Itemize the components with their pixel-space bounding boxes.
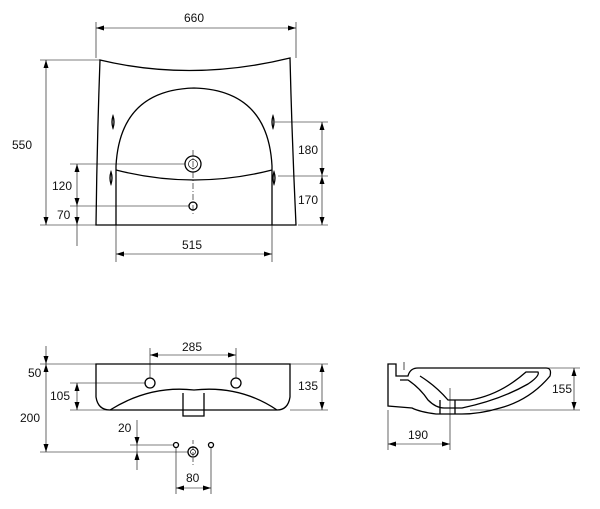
dim-180 xyxy=(275,121,328,177)
label-180: 180 xyxy=(298,143,318,157)
dim-120-70 xyxy=(70,163,189,246)
label-170: 170 xyxy=(298,193,318,207)
dim-80 xyxy=(175,447,212,494)
label-515: 515 xyxy=(182,238,202,252)
small-hole-right xyxy=(207,441,215,449)
basin-top-outline xyxy=(95,57,297,226)
label-155: 155 xyxy=(552,382,572,396)
fixing-hole-right xyxy=(230,377,242,389)
front-view xyxy=(40,346,328,494)
label-80: 80 xyxy=(186,471,200,485)
label-550: 550 xyxy=(12,138,32,152)
dim-550 xyxy=(40,59,100,226)
basin-bowl-outline xyxy=(115,87,273,225)
dim-20 xyxy=(130,420,173,470)
small-hole-left xyxy=(172,441,180,449)
label-50: 50 xyxy=(28,366,42,380)
label-660: 660 xyxy=(184,11,204,25)
fixing-hole-left xyxy=(144,377,156,389)
dim-285 xyxy=(149,348,237,378)
dim-190 xyxy=(387,388,451,450)
top-view xyxy=(40,22,328,262)
basin-side-outline xyxy=(387,363,552,415)
label-20: 20 xyxy=(118,421,132,435)
label-70: 70 xyxy=(57,208,71,222)
label-190: 190 xyxy=(408,428,428,442)
label-120: 120 xyxy=(52,179,72,193)
basin-side-waste xyxy=(439,400,456,414)
waste-spigot xyxy=(182,393,205,417)
basin-side-bowl xyxy=(400,371,539,409)
dim-50 xyxy=(40,346,96,452)
dim-155 xyxy=(470,367,580,411)
label-135: 135 xyxy=(298,379,318,393)
dim-660 xyxy=(95,22,297,58)
basin-underside xyxy=(109,388,278,411)
dim-135 xyxy=(290,363,328,411)
side-view xyxy=(387,362,580,450)
basin-front-outline xyxy=(95,363,291,411)
dim-515 xyxy=(115,225,273,262)
dim-170 xyxy=(298,176,328,226)
dim-105 xyxy=(70,382,146,411)
dim-200 xyxy=(40,364,188,453)
label-285: 285 xyxy=(182,340,202,354)
tap-hole-inner xyxy=(188,159,198,169)
basin-shelf-edge xyxy=(115,169,273,181)
label-200: 200 xyxy=(20,411,40,425)
fixing-slots xyxy=(109,113,276,187)
label-105: 105 xyxy=(50,389,70,403)
